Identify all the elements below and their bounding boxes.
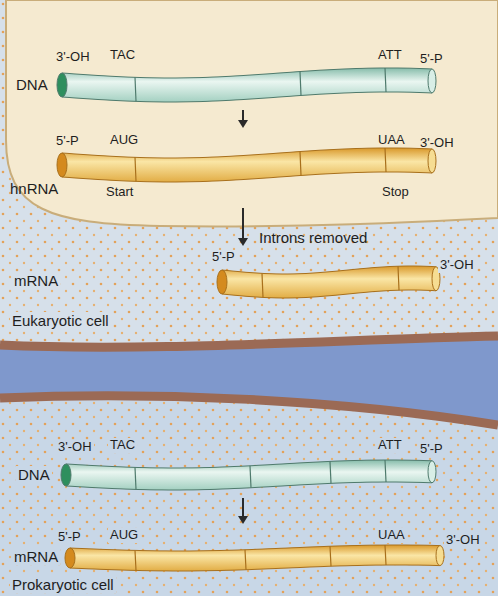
cytoplasm: [0, 0, 498, 360]
strand-end: [57, 73, 67, 97]
process-arrow: [238, 498, 248, 524]
strand-label: AUG: [108, 528, 140, 543]
strand-name: DNA: [14, 76, 50, 93]
codon-divider: [135, 77, 136, 101]
strand-label: 5'-P: [418, 52, 445, 67]
strand-name: DNA: [16, 466, 52, 483]
strand-label: Stop: [380, 185, 411, 200]
codon-divider: [385, 460, 386, 482]
strand-label: 5'-P: [418, 442, 445, 457]
nucleus: [6, 0, 498, 226]
rna-strand: [62, 148, 432, 182]
cytoplasm-texture: [0, 0, 498, 360]
strand-label: 5'-P: [56, 530, 83, 545]
strand-label: 3'-OH: [418, 136, 456, 151]
cell-label: Prokaryotic cell: [10, 576, 116, 593]
dna-strand: [62, 68, 432, 102]
strand-label: ATT: [376, 438, 404, 453]
codon-divider: [330, 461, 331, 483]
strand-end: [428, 149, 436, 173]
codon-divider: [385, 545, 386, 565]
strand-end: [61, 464, 71, 486]
strand-label: TAC: [108, 438, 137, 453]
strand-group: mRNA 5'-P 3'-OH: [8, 248, 490, 304]
process-arrow: [238, 208, 248, 246]
rna-strand: [70, 545, 440, 571]
codon-divider: [330, 546, 331, 566]
codon-divider: [135, 157, 136, 181]
strand-group: DNA 3'-OH TAC ATT 5'-P: [8, 45, 490, 108]
strand-end: [65, 548, 75, 568]
arrow-label: Introns removed: [257, 229, 369, 246]
codon-divider: [385, 148, 386, 172]
codon-divider: [250, 466, 251, 488]
cell-membrane: [0, 336, 498, 347]
strand-label: 3'-OH: [444, 533, 482, 548]
cell-label: Eukaryotic cell: [10, 312, 111, 329]
strand-end: [217, 270, 227, 294]
codon-divider: [300, 72, 301, 96]
strand-group: mRNA 5'-P AUG UAA 3'-OH: [8, 526, 490, 572]
strand-label: 3'-OH: [56, 440, 94, 455]
rna-strand: [222, 266, 436, 298]
codon-divider: [385, 68, 386, 92]
strand-end: [57, 153, 67, 177]
strand-end: [436, 546, 444, 566]
strand-label: 3'-OH: [54, 50, 92, 65]
codon-divider: [262, 273, 263, 297]
process-arrow: [238, 110, 248, 128]
strand-label: ATT: [376, 48, 404, 63]
codon-divider: [300, 152, 301, 176]
strand-name: mRNA: [12, 272, 60, 289]
strand-label: 5'-P: [54, 134, 81, 149]
strand-label: AUG: [108, 133, 140, 148]
strand-label: 3'-OH: [438, 258, 476, 273]
dna-strand: [66, 460, 432, 490]
extracellular-space: [0, 336, 498, 425]
strand-label: TAC: [108, 48, 137, 63]
strand-end: [428, 69, 436, 93]
strand-label: UAA: [376, 528, 407, 543]
codon-divider: [135, 550, 136, 570]
strand-group: DNA 3'-OH TAC ATT 5'-P: [8, 436, 490, 496]
codon-divider: [135, 467, 136, 489]
strand-name: hnRNA: [8, 180, 60, 197]
codon-divider: [245, 550, 246, 570]
strand-end: [428, 461, 436, 483]
cell-membrane: [0, 396, 498, 425]
strand-label: UAA: [376, 133, 407, 148]
strand-label: 5'-P: [210, 250, 237, 265]
strand-group: hnRNA 5'-P AUG UAA 3'-OH Start Stop: [8, 130, 490, 206]
strand-label: Start: [104, 185, 135, 200]
strand-name: mRNA: [12, 548, 60, 565]
codon-divider: [398, 266, 399, 290]
